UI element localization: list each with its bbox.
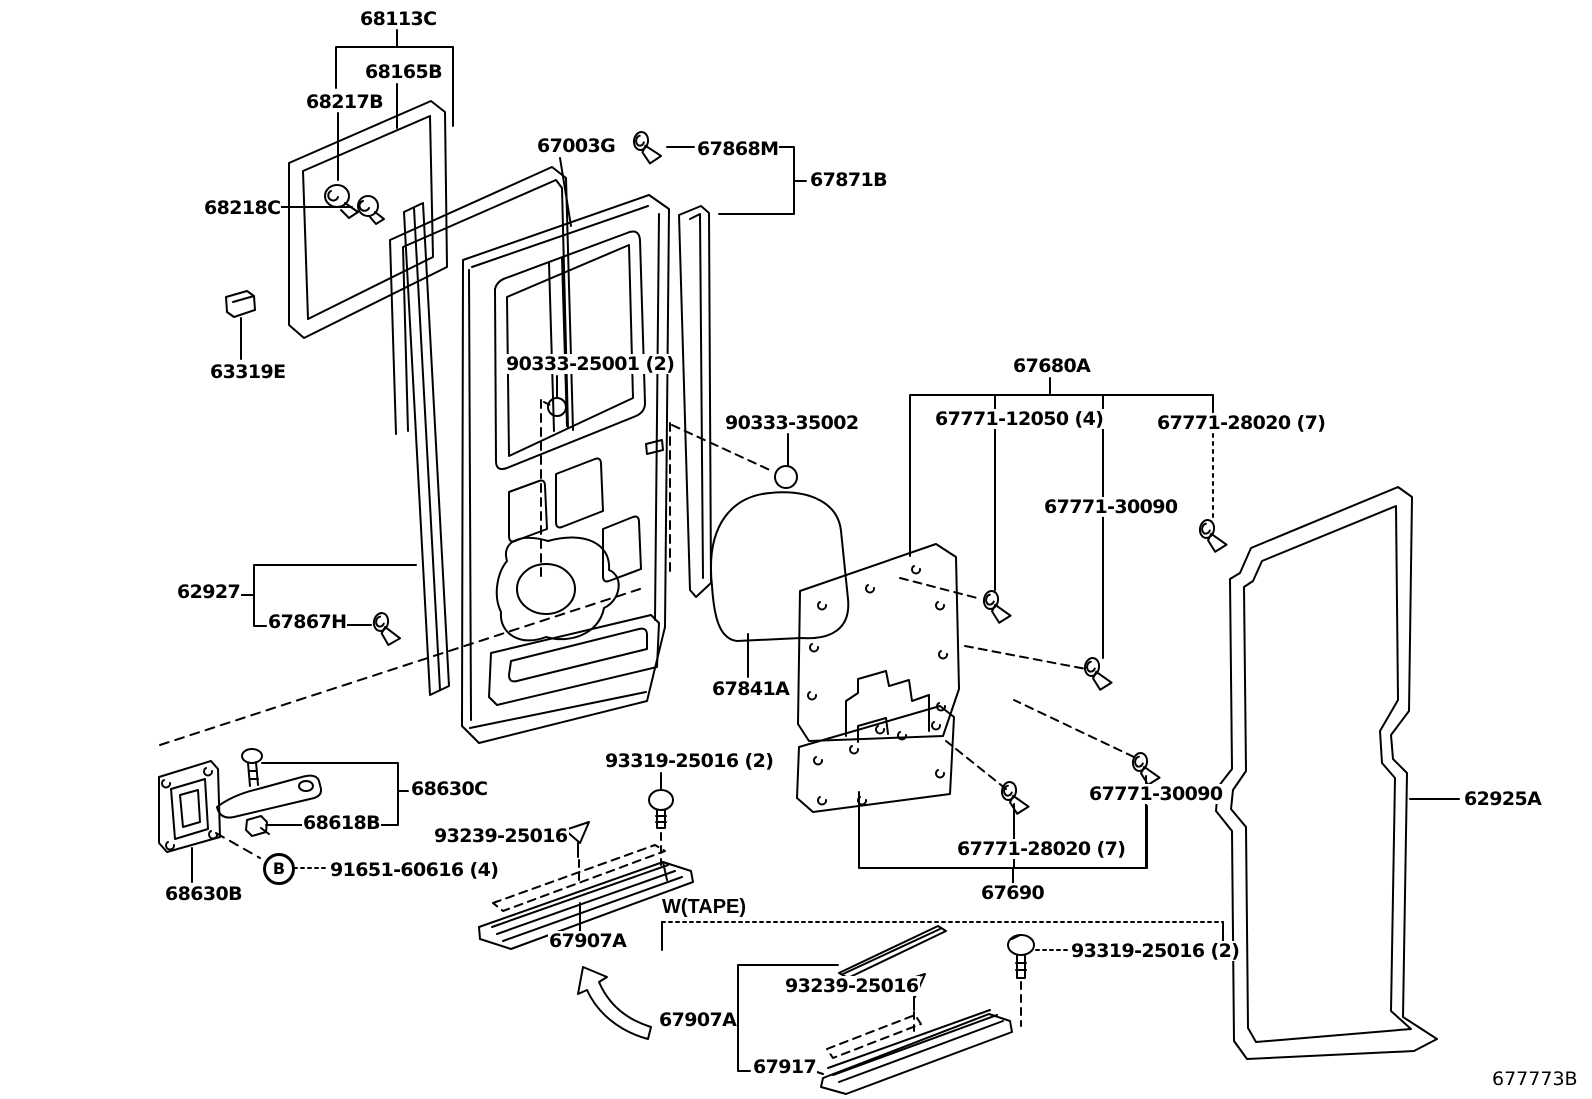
part-label-63319E[interactable]: 63319E (209, 361, 287, 383)
part-label-93239-25016-upper[interactable]: 93239-25016 (433, 825, 569, 847)
part-drawing-tape-strip (839, 926, 946, 978)
part-drawing-trim-board-67680A (798, 544, 959, 741)
part-label-67867H[interactable]: 67867H (267, 611, 348, 633)
fastener-callout-b[interactable]: B (263, 853, 295, 885)
part-label-68618B[interactable]: 68618B (302, 812, 381, 834)
part-label-67690[interactable]: 67690 (980, 882, 1046, 904)
part-drawing-weatherstrip-62925A (1216, 487, 1437, 1059)
part-label-67917[interactable]: 67917 (752, 1056, 818, 1078)
part-label-67841A[interactable]: 67841A (711, 678, 791, 700)
part-drawing-grommets (548, 398, 797, 488)
part-label-68113C[interactable]: 68113C (359, 8, 438, 30)
part-drawing-door-panel-67003G (462, 195, 669, 743)
part-label-67868M[interactable]: 67868M (696, 138, 780, 160)
part-label-62927[interactable]: 62927 (176, 581, 242, 603)
install-arrow (578, 967, 651, 1039)
part-drawing-plug-63319E (226, 291, 255, 317)
part-drawing-trim-board-67690 (797, 706, 954, 812)
part-drawing-glass-run-62927 (404, 203, 449, 695)
part-label-93319-25016-upper[interactable]: 93319-25016 (2) (604, 750, 775, 772)
part-drawing-fixed-glass-68113C (289, 101, 447, 338)
part-label-67907A-lower[interactable]: 67907A (658, 1009, 738, 1031)
part-label-90333-35002[interactable]: 90333-35002 (724, 412, 860, 434)
part-label-67771-28020-lower[interactable]: 67771-28020 (7) (956, 838, 1127, 860)
part-label-67680A[interactable]: 67680A (1012, 355, 1092, 377)
part-label-93239-25016-lower[interactable]: 93239-25016 (784, 975, 920, 997)
part-label-90333-25001[interactable]: 90333-25001 (2) (505, 353, 676, 375)
part-drawing-scuff-plate-67917 (821, 1010, 1012, 1094)
part-label-67907A-upper[interactable]: 67907A (548, 930, 628, 952)
part-label-68630C[interactable]: 68630C (410, 778, 489, 800)
part-label-67771-30090-lower[interactable]: 67771-30090 (1088, 783, 1224, 805)
part-label-68218C[interactable]: 68218C (203, 197, 282, 219)
part-drawing-glass-frame-68165B (390, 167, 573, 434)
part-label-68217B[interactable]: 68217B (305, 91, 384, 113)
part-drawing-glass-clips (325, 185, 384, 224)
part-label-68630B[interactable]: 68630B (164, 883, 243, 905)
part-label-67771-12050[interactable]: 67771-12050 (4) (934, 408, 1105, 430)
leader-lines (160, 30, 1459, 1074)
part-drawing-cover-67841A (711, 492, 848, 641)
diagram-code: 677773B (1492, 1068, 1578, 1090)
part-label-67871B[interactable]: 67871B (809, 169, 888, 191)
part-drawing-door-check-68630B (159, 749, 321, 852)
part-label-91651-60616[interactable]: 91651-60616 (4) (329, 859, 500, 881)
part-label-62925A[interactable]: 62925A (1463, 788, 1543, 810)
part-drawing-clips (368, 130, 1232, 817)
note-w-tape: W(TAPE) (661, 896, 748, 918)
part-label-67003G[interactable]: 67003G (536, 135, 617, 157)
part-label-68165B[interactable]: 68165B (364, 61, 443, 83)
part-label-67771-30090-upper[interactable]: 67771-30090 (1043, 496, 1179, 518)
part-drawing-scuff-plate-67907A (479, 845, 693, 949)
part-label-67771-28020-upper[interactable]: 67771-28020 (7) (1156, 412, 1327, 434)
part-drawing-weatherstrip-67871B (679, 206, 711, 597)
part-label-93319-25016-lower[interactable]: 93319-25016 (2) (1070, 940, 1241, 962)
